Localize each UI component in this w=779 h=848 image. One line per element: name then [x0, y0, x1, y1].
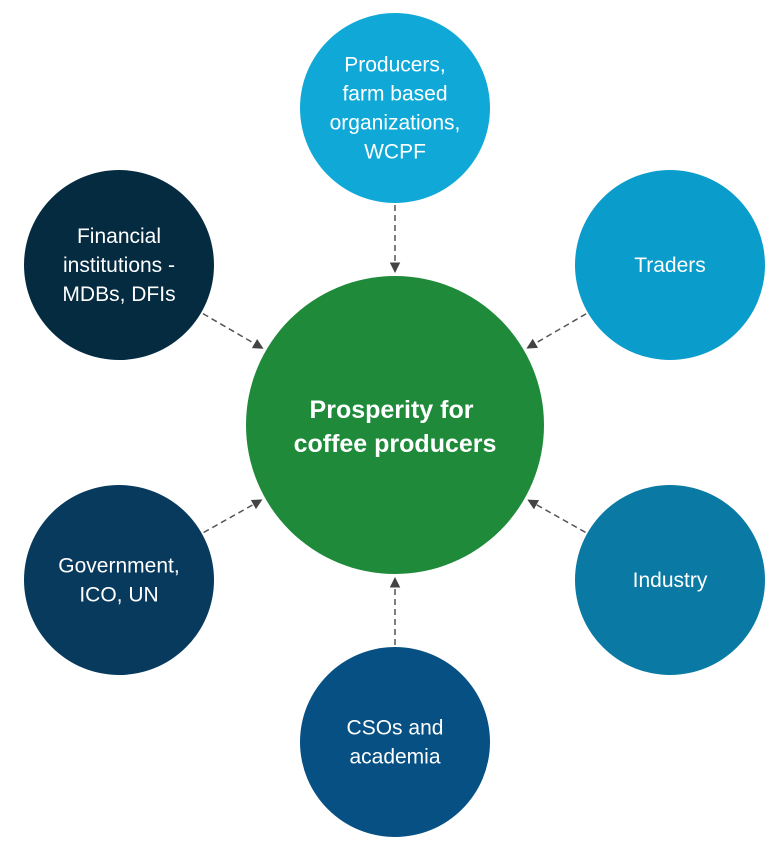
node-label-line: Financial: [77, 225, 161, 248]
center-label-line: coffee producers: [294, 430, 497, 458]
node-circle: [575, 170, 765, 360]
node-circle: [24, 485, 214, 675]
center-label-line: Prosperity for: [310, 396, 474, 424]
center-node: Prosperity for coffee producers: [246, 276, 544, 574]
node-label: Government, ICO, UN: [58, 555, 179, 607]
node-label-line: Industry: [633, 569, 708, 592]
node-label-line: farm based: [342, 83, 447, 106]
node-label: Financial institutions - MDBs, DFIs: [62, 225, 175, 306]
node-circle: [575, 485, 765, 675]
center-circle: [246, 276, 544, 574]
stakeholder-node-traders: Traders: [575, 170, 765, 360]
node-label-line: Government,: [58, 555, 179, 578]
node-label: Traders: [634, 254, 706, 277]
node-circle: [24, 170, 214, 360]
node-label-line: WCPF: [364, 141, 426, 164]
node-label-line: ICO, UN: [79, 584, 158, 607]
node-circle: [300, 647, 490, 837]
stakeholder-node-government: Government, ICO, UN: [24, 485, 214, 675]
connector-arrow: [202, 312, 264, 349]
node-label-line: institutions -: [63, 254, 175, 277]
node-label-line: Producers,: [344, 54, 446, 77]
node-label-line: Traders: [634, 254, 706, 277]
node-label-line: CSOs and: [347, 717, 444, 740]
connector-arrow: [526, 313, 587, 349]
node-label: Producers, farm based organizations, WCPF: [330, 54, 461, 164]
node-label-line: organizations,: [330, 112, 461, 135]
node-label: Industry: [633, 569, 708, 592]
stakeholder-node-producers: Producers, farm based organizations, WCPF: [300, 13, 490, 203]
connector-arrow: [527, 499, 586, 534]
node-label-line: MDBs, DFIs: [62, 283, 175, 306]
center-label: Prosperity for coffee producers: [294, 396, 497, 458]
node-label-line: academia: [349, 746, 440, 769]
stakeholder-node-financial: Financial institutions - MDBs, DFIs: [24, 170, 214, 360]
connector-arrow: [203, 499, 263, 534]
stakeholder-node-industry: Industry: [575, 485, 765, 675]
node-label: CSOs and academia: [347, 717, 444, 769]
stakeholder-node-csos: CSOs and academia: [300, 647, 490, 837]
node-circle: [300, 13, 490, 203]
